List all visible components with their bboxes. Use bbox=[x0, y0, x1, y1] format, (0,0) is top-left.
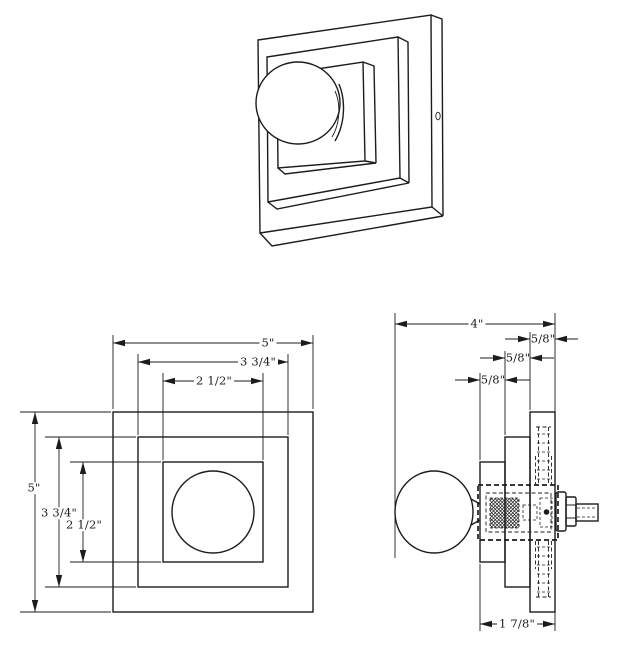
front-outer-square bbox=[112, 411, 314, 613]
front-extension-lines bbox=[20, 335, 314, 613]
hidden-boss-bottom-threads bbox=[537, 546, 550, 593]
threaded-barrel-outline bbox=[477, 484, 559, 541]
side-view bbox=[394, 313, 599, 631]
knob-ball bbox=[255, 61, 341, 145]
front-view bbox=[20, 335, 314, 613]
knob-neck-arc-inner bbox=[331, 90, 340, 138]
knob-neck-arc bbox=[334, 83, 345, 142]
spindle-nut-facets bbox=[566, 504, 576, 519]
dim-front-width-middle: 3 3/4" bbox=[238, 354, 278, 369]
spindle-rod-threads bbox=[577, 507, 597, 518]
front-dimension-lines bbox=[31, 339, 313, 612]
backplate-depth-edges bbox=[259, 14, 444, 247]
barrel-inner-detail bbox=[522, 504, 538, 521]
hidden-boss-top bbox=[535, 426, 552, 484]
threaded-barrel-bore bbox=[485, 492, 552, 533]
dim-front-width-outer: 5" bbox=[259, 335, 277, 350]
thread-hatch-block bbox=[489, 497, 520, 529]
dim-side-depth-total: 4" bbox=[468, 316, 486, 331]
dim-front-height-inner: 2 1/2" bbox=[64, 517, 104, 532]
dim-side-back-plate: 5/8" bbox=[530, 331, 556, 346]
side-knob-ball bbox=[394, 470, 474, 554]
front-knob-circle bbox=[171, 470, 255, 554]
inner-square-step-edges bbox=[277, 61, 377, 175]
dim-side-front-plate: 5/8" bbox=[480, 372, 506, 387]
dim-side-middle-plate: 5/8" bbox=[505, 350, 531, 365]
middle-square-step-edges bbox=[267, 36, 410, 210]
side-extension-lines bbox=[394, 313, 556, 631]
isometric-view bbox=[255, 14, 444, 247]
front-middle-square bbox=[137, 436, 289, 588]
dim-front-width-inner: 2 1/2" bbox=[194, 373, 234, 388]
spindle-nut bbox=[565, 496, 577, 527]
set-screw-dot bbox=[543, 509, 550, 515]
dim-front-height-outer: 5" bbox=[25, 480, 43, 495]
hidden-boss-top-threads bbox=[537, 433, 550, 480]
barrel-end-detail bbox=[539, 497, 553, 528]
front-inner-square bbox=[162, 461, 264, 563]
dim-side-stack-total: 1 7/8" bbox=[497, 616, 537, 631]
set-screw-hole-icon bbox=[435, 111, 441, 121]
side-knob-neck bbox=[470, 498, 481, 526]
hidden-boss-bottom bbox=[535, 541, 552, 598]
side-back-plate bbox=[529, 411, 556, 613]
dim-front-height-middle: 3 3/4" bbox=[39, 505, 79, 520]
spindle-rod bbox=[575, 503, 599, 522]
